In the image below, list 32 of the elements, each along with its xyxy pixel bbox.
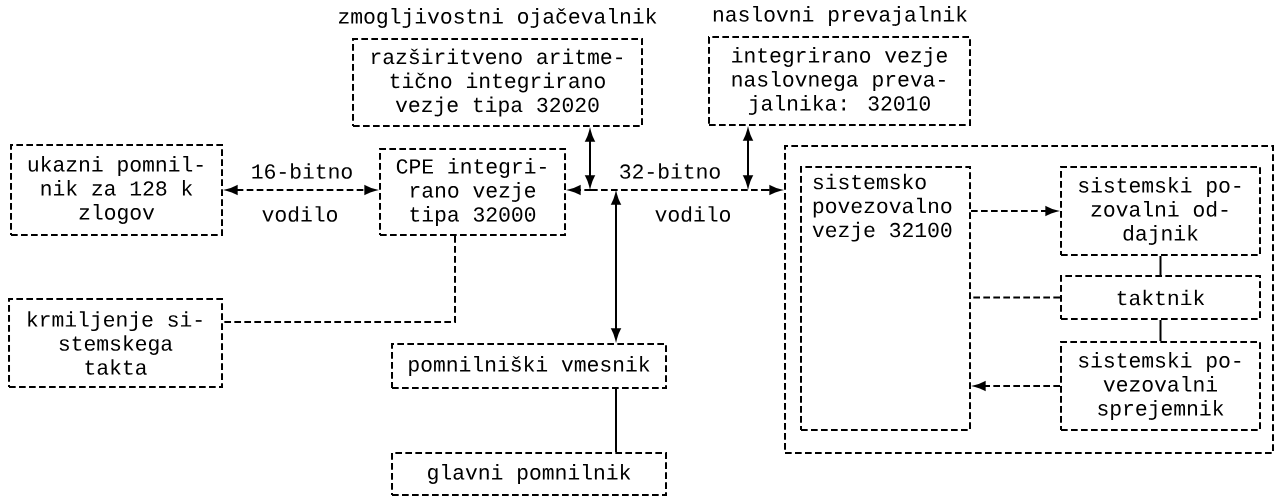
group-box bbox=[784, 145, 1274, 454]
connector-line bbox=[1159, 319, 1162, 342]
bus-label: vodilo bbox=[655, 206, 730, 222]
arrow bbox=[569, 185, 592, 195]
arrow bbox=[226, 185, 376, 195]
block-box: integrirano vezje naslovnega preva- jalnika: 32010 bbox=[708, 36, 971, 126]
bus-line bbox=[590, 189, 764, 191]
block-box: ukazni pomnil- nik za 128 k zlogov bbox=[10, 144, 223, 236]
connector-line bbox=[615, 388, 617, 453]
arrow bbox=[974, 381, 1061, 391]
heading: zmogljivostni ojačevalnik bbox=[339, 8, 657, 28]
arrow bbox=[970, 206, 1057, 216]
connector-line bbox=[222, 235, 456, 323]
connector-line bbox=[970, 296, 1061, 299]
block-box: taktnik bbox=[1060, 275, 1261, 320]
heading: naslovni prevajalnik bbox=[713, 6, 967, 26]
bus-label: 16-bitno bbox=[252, 163, 352, 179]
arrow bbox=[762, 185, 781, 195]
block-box: sistemski po- vezovalni sprejemnik bbox=[1060, 341, 1261, 431]
block-box: pomnilniški vmesnik bbox=[391, 343, 667, 389]
block-box: krmiljenje si- stemskega takta bbox=[8, 298, 223, 388]
block-box: CPE integri- rano vezje tipa 32000 bbox=[379, 148, 566, 236]
block-box: glavni pomnilnik bbox=[391, 452, 667, 496]
connector-line bbox=[1159, 255, 1162, 276]
arrow bbox=[585, 130, 595, 187]
bus-label: 32-bitno bbox=[620, 163, 720, 179]
block-box: sistemski po- zovalni od- dajnik bbox=[1060, 166, 1261, 256]
block-box: sistemsko povezovalno vezje 32100 bbox=[800, 166, 971, 431]
block-box: razširitveno aritme- tično integrirano vezje tipa 32020 bbox=[352, 38, 643, 127]
arrow bbox=[743, 129, 753, 187]
arrow bbox=[611, 193, 621, 340]
bus-label: vodilo bbox=[262, 206, 337, 222]
